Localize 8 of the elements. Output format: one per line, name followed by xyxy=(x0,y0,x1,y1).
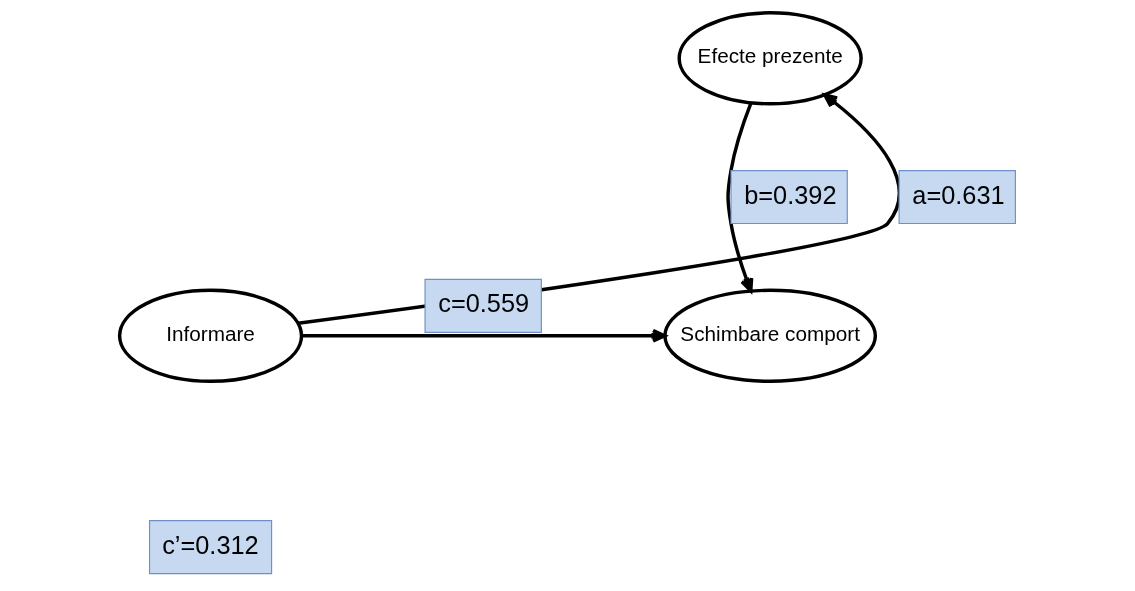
edge-label: c=0.559 xyxy=(438,289,530,318)
arrow xyxy=(301,328,667,343)
edge-label: a=0.631 xyxy=(912,180,1005,209)
arrow xyxy=(726,102,754,293)
node-ellipse: Schimbare comport xyxy=(663,288,878,383)
edge-label: b=0.392 xyxy=(744,180,837,209)
node-ellipse: Informare xyxy=(117,288,304,383)
label: c’=0.312 xyxy=(162,530,259,559)
